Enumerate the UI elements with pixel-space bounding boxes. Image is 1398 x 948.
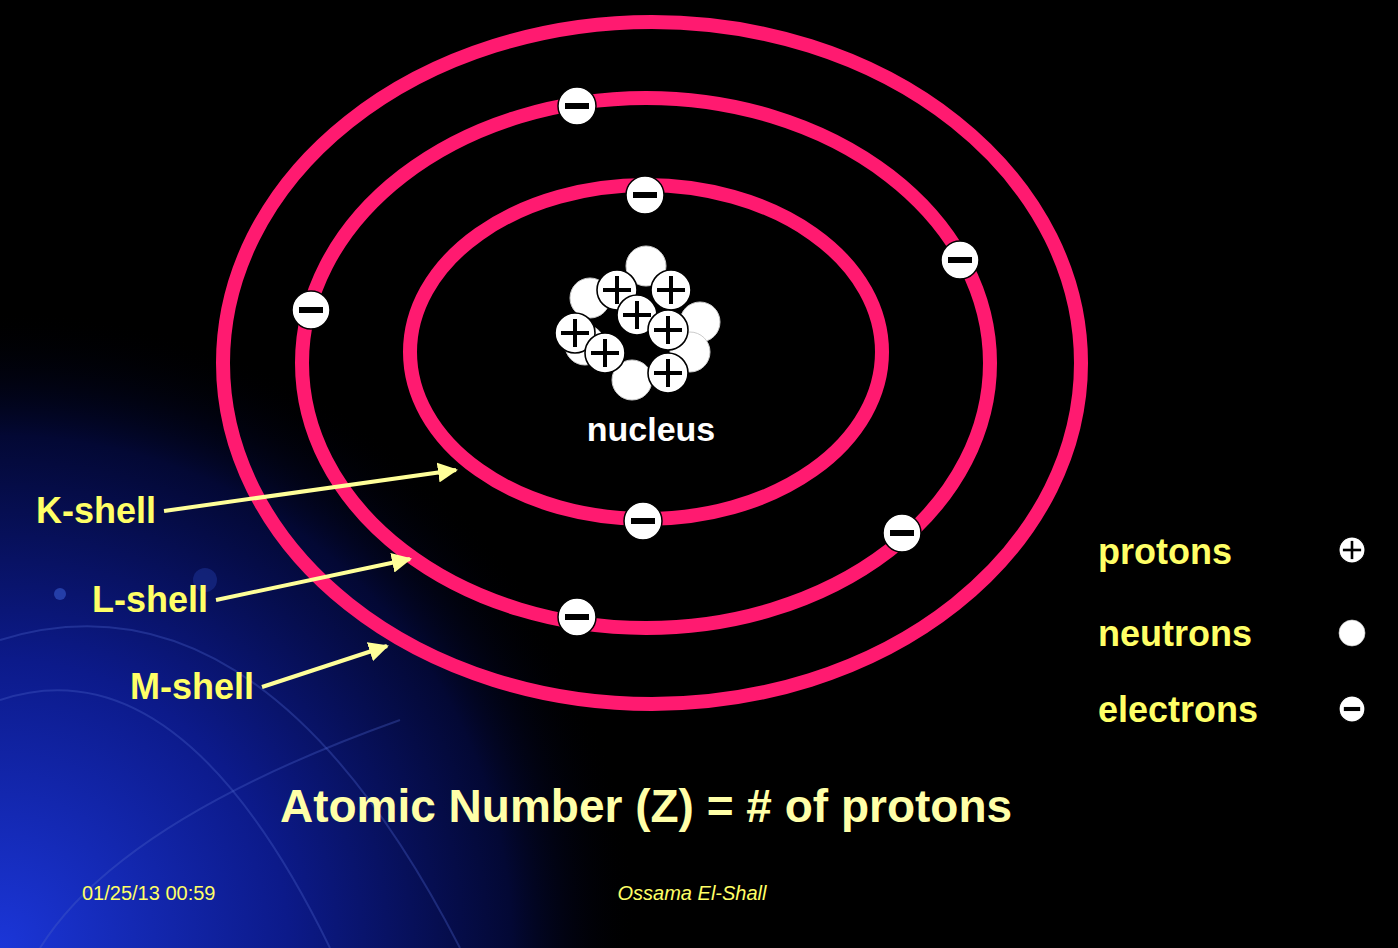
date-stamp: 01/25/13 00:59: [82, 882, 215, 905]
leader-arrow: [262, 646, 387, 687]
legend-label: protons: [1098, 531, 1232, 572]
l-shell-ring: [302, 98, 990, 628]
neutron-symbol: [1339, 620, 1365, 646]
leader-arrow: [216, 559, 410, 600]
shell-label: L-shell: [92, 579, 208, 620]
electron-symbol: [1339, 696, 1365, 722]
legend-label: electrons: [1098, 689, 1258, 730]
nucleus-label: nucleus: [587, 410, 715, 449]
author-name: Ossama El-Shall: [618, 882, 767, 905]
legend-symbols: [1339, 537, 1365, 722]
k-shell-ring: [410, 185, 882, 519]
shell-label: M-shell: [130, 666, 254, 707]
m-shell-ring: [223, 22, 1081, 704]
caption: Atomic Number (Z) = # of protons: [280, 780, 1012, 833]
electrons: [292, 87, 979, 636]
legend-label: neutrons: [1098, 613, 1252, 654]
background-glow: [0, 300, 700, 948]
nucleus-cluster: [555, 246, 720, 400]
leader-arrows: [164, 470, 456, 687]
background-dot: [54, 588, 66, 600]
shell-label: K-shell: [36, 490, 156, 531]
electron-shells: [223, 22, 1081, 704]
proton-symbol: [1339, 537, 1365, 563]
leader-arrow: [164, 470, 456, 511]
